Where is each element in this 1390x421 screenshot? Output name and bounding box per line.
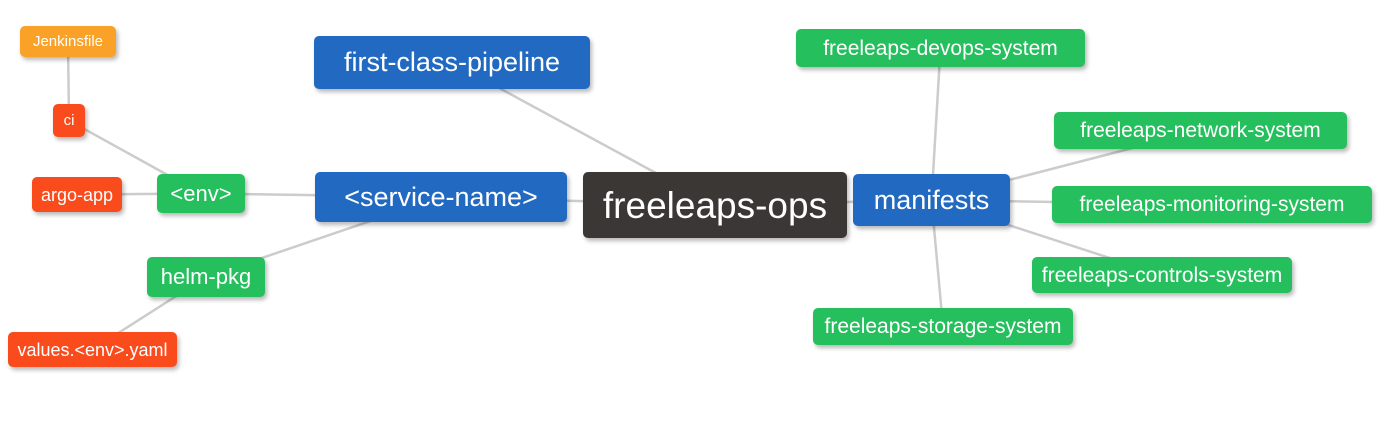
node-freeleaps-ops[interactable]: freeleaps-ops: [583, 172, 847, 238]
node-helm-pkg[interactable]: helm-pkg: [147, 257, 265, 297]
node-label: manifests: [873, 184, 990, 215]
node-ci[interactable]: ci: [53, 104, 85, 137]
node-label: freeleaps-controls-system: [1041, 263, 1283, 287]
node-label: first-class-pipeline: [343, 47, 561, 77]
node-label: freeleaps-ops: [602, 184, 828, 226]
node-label: argo-app: [40, 184, 114, 205]
node-values-env-yaml[interactable]: values.<env>.yaml: [8, 332, 177, 367]
node-jenkinsfile[interactable]: Jenkinsfile: [20, 26, 116, 57]
node-label: values.<env>.yaml: [17, 339, 168, 360]
node-freeleaps-network-system[interactable]: freeleaps-network-system: [1054, 112, 1347, 149]
node-env[interactable]: <env>: [157, 174, 245, 213]
node-label: freeleaps-network-system: [1080, 119, 1321, 142]
node-first-class-pipeline[interactable]: first-class-pipeline: [314, 36, 590, 89]
node-freeleaps-monitoring-system[interactable]: freeleaps-monitoring-system: [1052, 186, 1372, 223]
node-label: freeleaps-storage-system: [824, 315, 1062, 338]
node-manifests[interactable]: manifests: [853, 174, 1010, 226]
node-label: <env>: [170, 180, 232, 206]
node-label: <service-name>: [344, 181, 538, 212]
node-argo-app[interactable]: argo-app: [32, 177, 122, 212]
node-label: helm-pkg: [160, 264, 252, 289]
node-label: freeleaps-devops-system: [823, 36, 1058, 60]
node-label: ci: [63, 112, 75, 129]
node-label: freeleaps-monitoring-system: [1079, 193, 1345, 216]
node-service-name[interactable]: <service-name>: [315, 172, 567, 222]
node-freeleaps-storage-system[interactable]: freeleaps-storage-system: [813, 308, 1073, 345]
node-label: Jenkinsfile: [32, 33, 104, 50]
node-freeleaps-devops-system[interactable]: freeleaps-devops-system: [796, 29, 1085, 67]
node-freeleaps-controls-system[interactable]: freeleaps-controls-system: [1032, 257, 1292, 293]
